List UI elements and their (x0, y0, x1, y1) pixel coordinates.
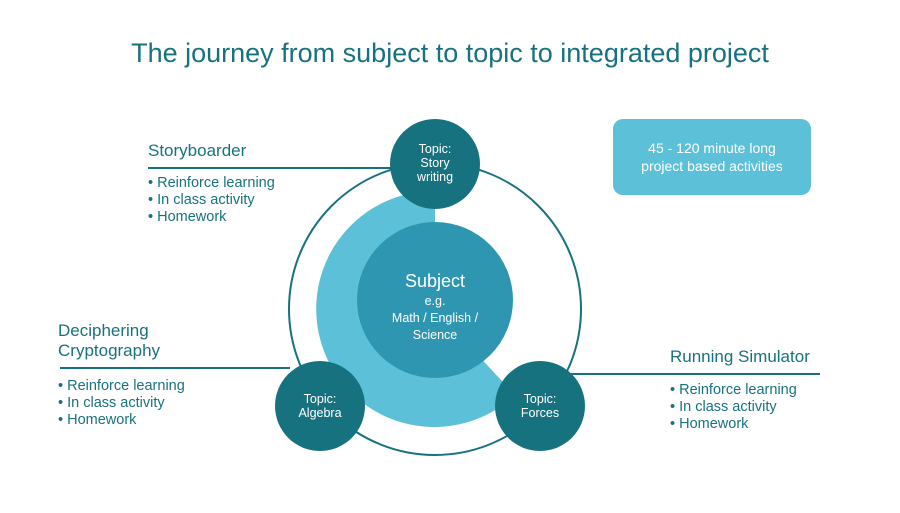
topic-circle-forces (495, 361, 585, 451)
bullet-item: In class activity (148, 192, 275, 209)
bullet-item: In class activity (670, 399, 797, 416)
project-storyboarder-bullets: Reinforce learning In class activity Hom… (148, 175, 275, 226)
topic-circle-algebra (275, 361, 365, 451)
subject-circle (357, 222, 513, 378)
project-cryptography-title-line1: Deciphering (58, 321, 149, 340)
subject-example-line1: Math / English / (391, 311, 479, 325)
topic-story-line1: Topic: (418, 142, 452, 156)
duration-note-line1: 45 - 120 minute long (648, 140, 776, 156)
topic-circle-story (390, 119, 480, 209)
diagram-title: The journey from subject to topic to int… (131, 38, 769, 68)
topic-algebra-label: Topic: Algebra (280, 392, 360, 420)
subject-example-line2: Science (412, 328, 458, 342)
bullet-item: Homework (670, 416, 797, 433)
bullet-item: Reinforce learning (58, 378, 185, 395)
bullet-item: Homework (148, 209, 275, 226)
subject-title: Subject (404, 271, 466, 291)
topic-algebra-line2: Algebra (298, 406, 342, 420)
topic-algebra-line1: Topic: (303, 392, 337, 406)
project-cryptography-title-line2: Cryptography (58, 341, 161, 360)
topic-forces-line2: Forces (520, 406, 560, 420)
topic-forces-label: Topic: Forces (500, 392, 580, 420)
project-cryptography-title: Deciphering Cryptography (58, 321, 160, 361)
subject-example-prefix: e.g. (424, 294, 446, 308)
bullet-item: Reinforce learning (670, 382, 797, 399)
bullet-item: Reinforce learning (148, 175, 275, 192)
duration-note-line2: project based activities (641, 158, 783, 174)
bullet-item: Homework (58, 412, 185, 429)
topic-story-label: Topic: Story writing (395, 142, 475, 184)
project-cryptography-bullets: Reinforce learning In class activity Hom… (58, 378, 185, 429)
bullet-item: In class activity (58, 395, 185, 412)
topic-story-line3: writing (416, 170, 454, 184)
topic-story-line2: Story (420, 156, 450, 170)
topic-forces-line1: Topic: (523, 392, 557, 406)
duration-note: 45 - 120 minute long project based activ… (613, 119, 811, 195)
project-simulator-bullets: Reinforce learning In class activity Hom… (670, 382, 797, 433)
project-simulator-title: Running Simulator (670, 347, 810, 366)
project-storyboarder-title: Storyboarder (148, 141, 247, 160)
